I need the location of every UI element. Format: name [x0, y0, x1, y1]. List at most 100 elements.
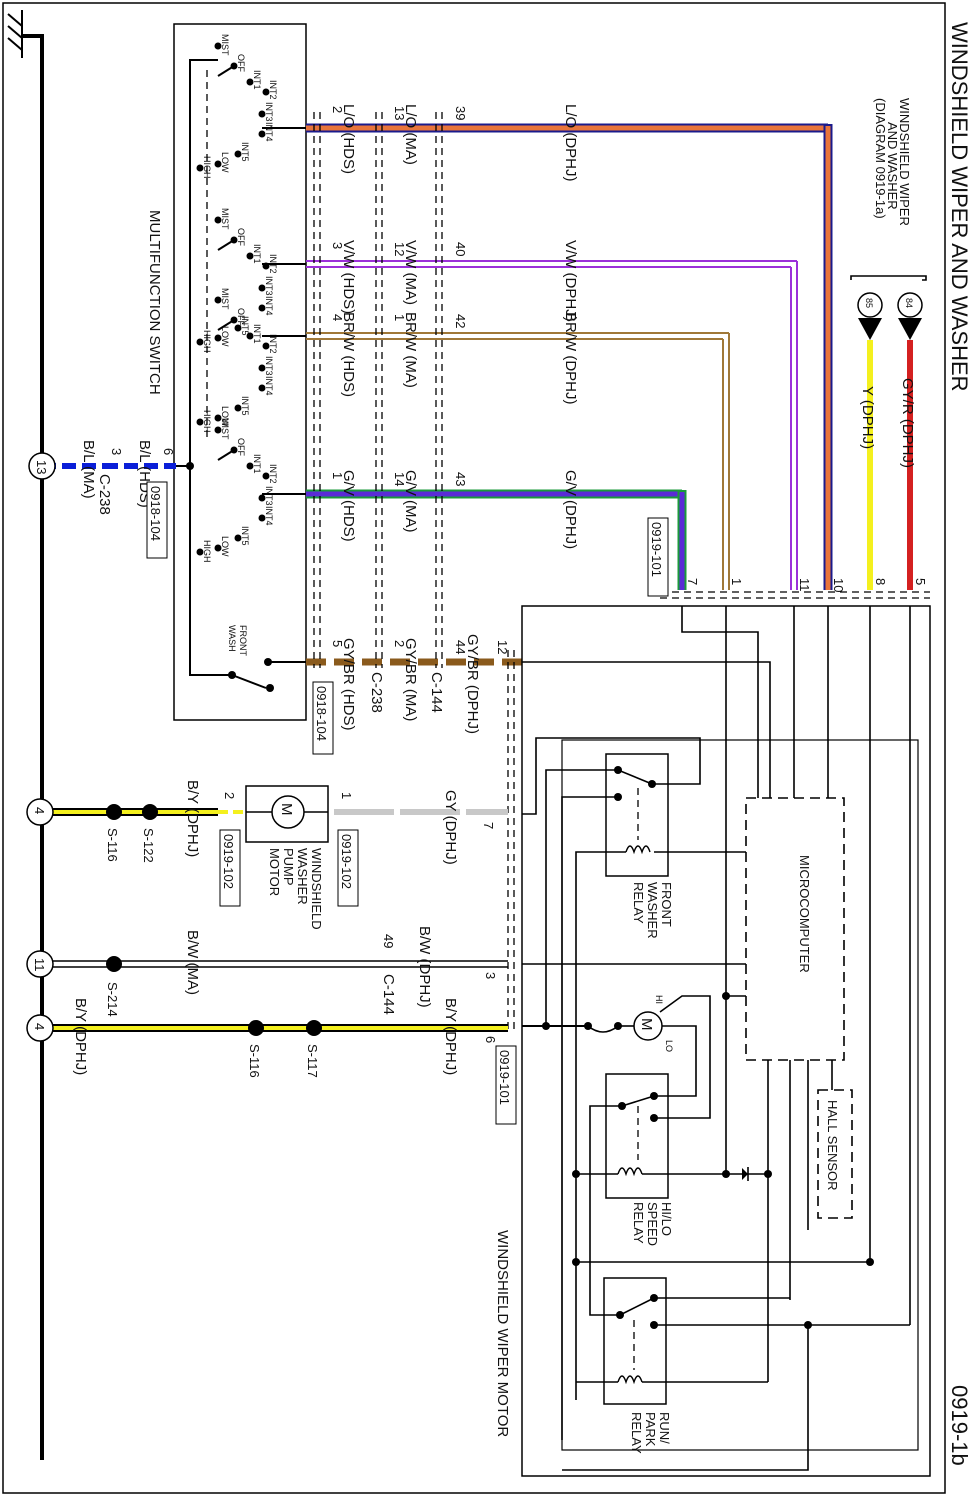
switch-position-label: INT3 — [264, 356, 274, 376]
motor-pin-label: 7 — [685, 578, 700, 585]
page-id: 0919-1b — [947, 1385, 972, 1466]
c238-label: C-238 — [368, 672, 385, 713]
svg-text:WINDSHIELD WIPER: WINDSHIELD WIPER — [897, 98, 912, 226]
svg-text:C-238: C-238 — [96, 474, 113, 515]
svg-text:MICROCOMPUTER: MICROCOMPUTER — [797, 855, 812, 973]
bl-ground-circuit: 13 6 B/L (HDS) 3 B/L (MA) C-238 0918-104 — [28, 440, 194, 559]
hilo-relay-label: HI/LO — [659, 1202, 674, 1236]
wire-label: V/W (HDS) — [340, 240, 357, 314]
switch-contact — [214, 296, 222, 304]
switch-contact — [234, 404, 242, 412]
svg-text:M: M — [278, 803, 295, 816]
switch-contact — [234, 534, 242, 542]
switch-position-label: INT5 — [240, 142, 250, 162]
switch-contact — [262, 88, 270, 96]
switch-position-label: INT1 — [252, 324, 262, 344]
svg-text:S-117: S-117 — [305, 1044, 320, 1078]
switch-position-label: INT3 — [264, 276, 274, 296]
switch-position-label: MIST — [220, 208, 230, 230]
svg-text:4: 4 — [32, 1023, 47, 1030]
pin-label: 2 — [392, 640, 407, 647]
wire-label: L/O (HDS) — [340, 104, 357, 174]
switch-contact — [262, 472, 270, 480]
svg-text:B/L (MA): B/L (MA) — [80, 440, 97, 499]
svg-text:S-122: S-122 — [141, 828, 156, 863]
hilo-relay-label-2: SPEED — [645, 1202, 660, 1246]
switch-contact — [246, 462, 254, 470]
wire-label: GY/BR (MA) — [402, 638, 419, 721]
svg-text:HALL SENSOR: HALL SENSOR — [825, 1100, 840, 1191]
washer-pump-circuit: 4 S-116 S-122 B/Y (DPHJ) 2 0919-102 M 1 … — [26, 780, 508, 930]
switch-position-label: INT4 — [264, 122, 274, 142]
switch-contact — [258, 364, 266, 372]
svg-text:WASHER: WASHER — [295, 848, 310, 905]
svg-text:49: 49 — [381, 934, 396, 948]
switch-contact — [214, 42, 222, 50]
svg-text:B/W (MA): B/W (MA) — [184, 930, 201, 995]
switch-contact — [234, 324, 242, 332]
switch-position-label: INT5 — [240, 396, 250, 416]
connector-85: 85 Y (DPHJ) — [857, 292, 883, 590]
svg-text:C-144: C-144 — [380, 974, 397, 1015]
page-border — [2, 2, 946, 1494]
switch-contact — [258, 110, 266, 118]
switch-contact — [214, 414, 222, 422]
switch-position-label: INT2 — [268, 464, 278, 484]
switch-position-label: INT3 — [264, 102, 274, 122]
wire-label: BR/W (MA) — [402, 312, 419, 388]
svg-text:B/W (DPHJ): B/W (DPHJ) — [416, 926, 433, 1008]
svg-text:13: 13 — [34, 460, 49, 474]
ground-node-11 — [26, 950, 54, 978]
svg-text:B/Y (DPHJ): B/Y (DPHJ) — [442, 998, 459, 1075]
svg-text:3: 3 — [109, 448, 124, 455]
ref-0918-104-bottom: 0918-104 — [312, 681, 334, 755]
ground-node-13 — [28, 452, 56, 480]
switch-position-label: INT2 — [268, 80, 278, 100]
svg-text:LO: LO — [664, 1040, 674, 1052]
svg-text:S-116: S-116 — [247, 1044, 262, 1078]
svg-text:3: 3 — [483, 972, 498, 979]
switch-position-label: INT1 — [252, 454, 262, 474]
motor-internal-wiring: M HI LO — [522, 606, 911, 1471]
wire-label: BR/W (DPHJ) — [562, 312, 579, 405]
svg-text:WASH: WASH — [227, 625, 237, 652]
switch-contact — [246, 78, 254, 86]
switch-arm — [217, 65, 235, 77]
svg-text:4: 4 — [32, 807, 47, 814]
wire-label: L/O (DPHJ) — [562, 104, 579, 182]
switch-contact — [214, 426, 222, 434]
switch-contact — [258, 494, 266, 502]
pin-label: 3 — [330, 242, 345, 249]
motor-pin-label: 10 — [831, 578, 846, 592]
hilo-relay-label-3: RELAY — [631, 1202, 646, 1244]
svg-text:B/Y (DPHJ): B/Y (DPHJ) — [184, 780, 201, 857]
switch-position-label: HIGH — [202, 540, 212, 563]
pin-label: 12 — [495, 640, 510, 654]
switch-position-label: MIST — [220, 418, 230, 440]
ref-0919-101-top: 0919-101 — [647, 517, 669, 597]
connector-84: 84 GY/R (DPHJ) — [897, 292, 923, 590]
run-park-relay-label-2: PARK — [643, 1412, 658, 1447]
switch-position-label: INT5 — [240, 526, 250, 546]
ground-node-4 — [26, 1014, 54, 1042]
front-wash-switch[interactable]: FRONT WASH — [227, 625, 306, 692]
multifunction-switch-label: MULTIFUNCTION SWITCH — [146, 210, 163, 395]
svg-text:7: 7 — [481, 822, 496, 829]
wire-label: G/V (HDS) — [340, 470, 357, 542]
svg-text:6: 6 — [483, 1036, 498, 1043]
svg-text:0919-102: 0919-102 — [339, 834, 354, 889]
pin-label: 1 — [330, 472, 345, 479]
switch-contact — [258, 284, 266, 292]
svg-text:GY/R (DPHJ): GY/R (DPHJ) — [899, 378, 916, 468]
svg-text:11: 11 — [32, 958, 47, 972]
pin-label: 39 — [453, 106, 468, 120]
